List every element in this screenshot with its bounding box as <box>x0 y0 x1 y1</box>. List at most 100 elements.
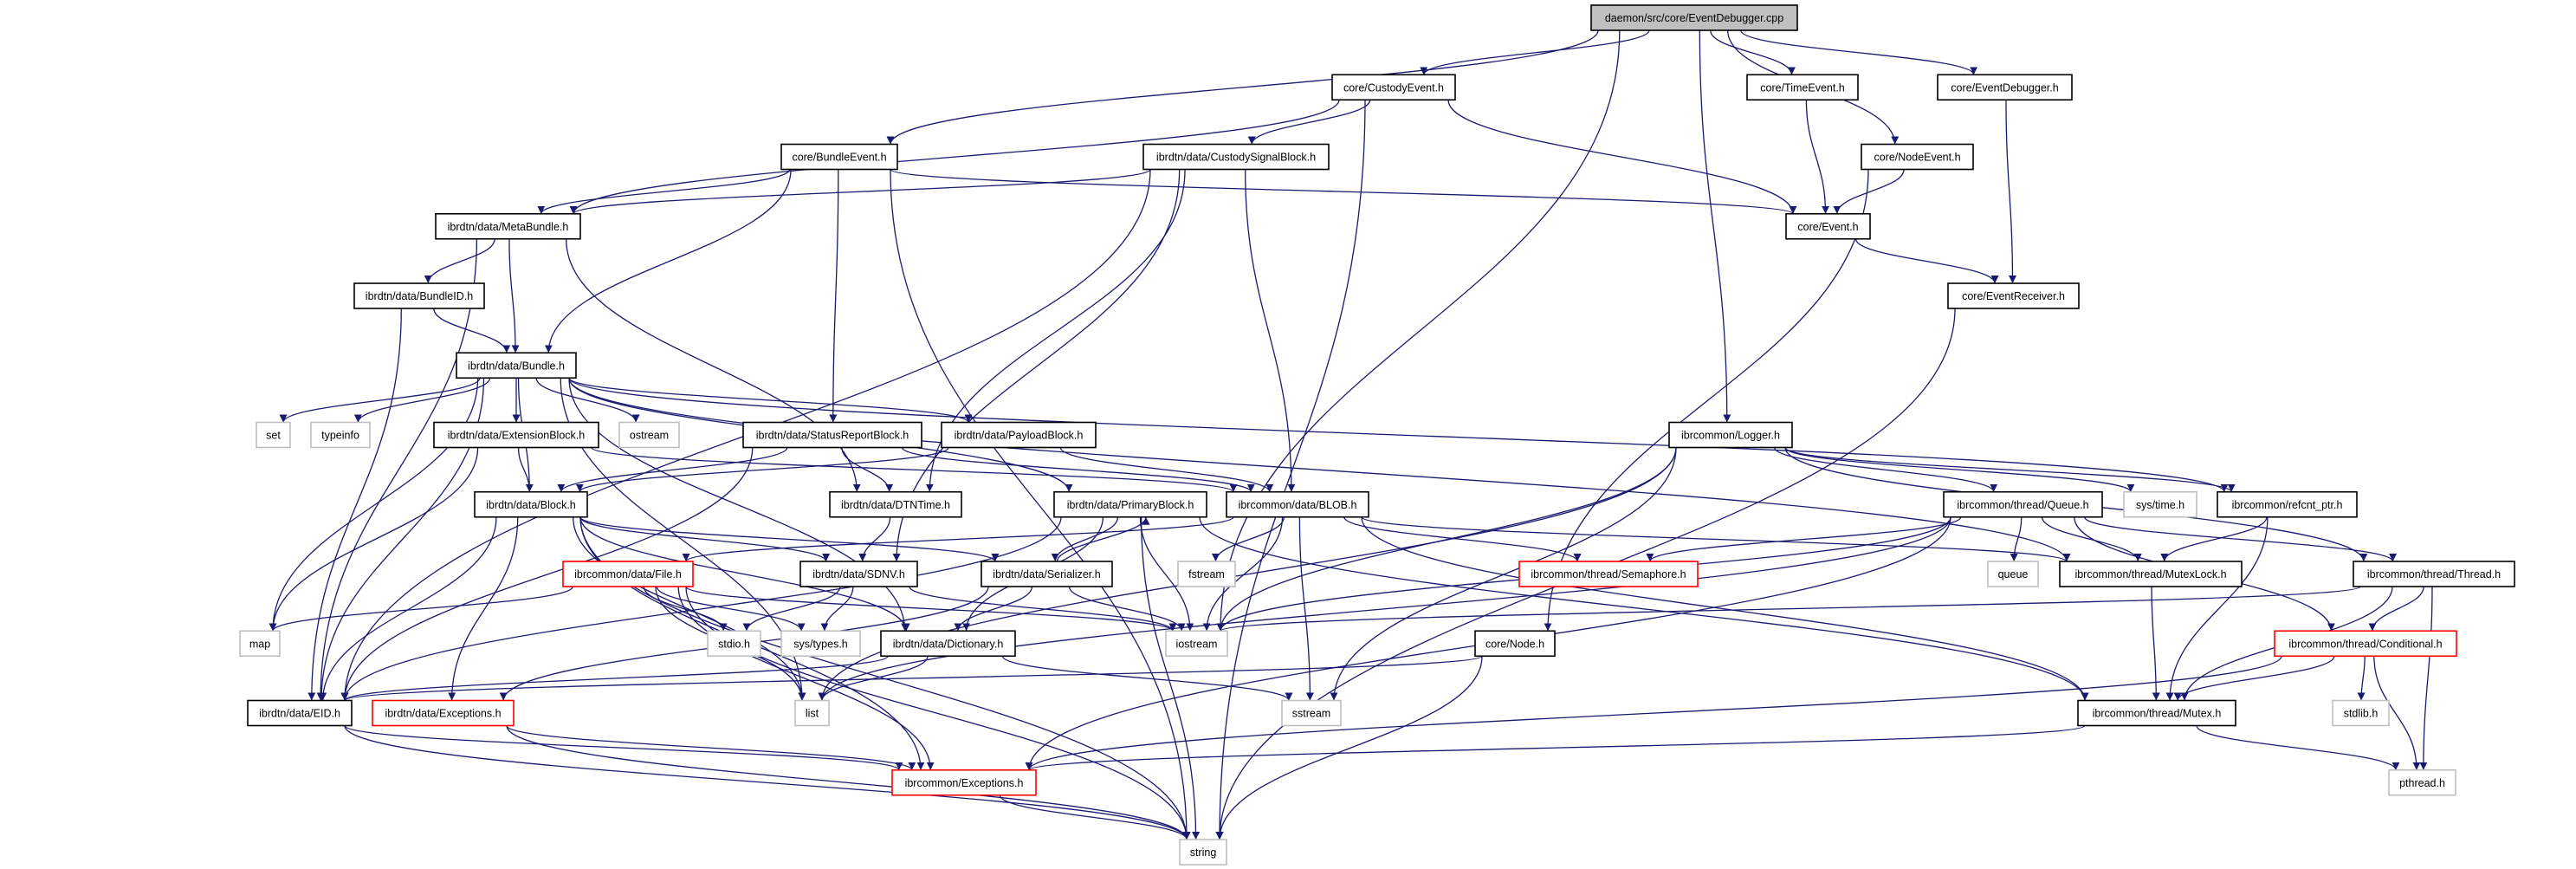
graph-node-ostream[interactable]: ostream <box>618 421 680 449</box>
graph-node-serializer[interactable]: ibrdtn/data/Serializer.h <box>981 561 1113 587</box>
graph-node-root[interactable]: daemon/src/core/EventDebugger.cpp <box>1590 4 1798 31</box>
graph-node-mutex[interactable]: ibrcommon/thread/Mutex.h <box>2077 699 2236 727</box>
graph-node-sstream[interactable]: sstream <box>1281 699 1342 727</box>
graph-node-statusreport[interactable]: ibrdtn/data/StatusReportBlock.h <box>742 421 922 449</box>
node-label: ibrcommon/thread/Thread.h <box>2367 568 2501 580</box>
node-label: ibrdtn/data/Exceptions.h <box>385 708 501 720</box>
graph-node-refcnt[interactable]: ibrcommon/refcnt_ptr.h <box>2217 490 2358 518</box>
graph-node-bundle[interactable]: ibrdtn/data/Bundle.h <box>456 352 577 379</box>
node-label: ibrcommon/refcnt_ptr.h <box>2232 499 2343 511</box>
edge-blob-to-semaphore <box>1343 516 1582 562</box>
edge-dictionary-to-list <box>818 656 929 701</box>
node-label: ibrdtn/data/Serializer.h <box>993 568 1100 580</box>
edge-bundleevent-to-string <box>890 169 1191 840</box>
node-label: ibrdtn/data/Bundle.h <box>468 360 565 372</box>
node-box <box>1861 143 1974 171</box>
node-box <box>981 561 1113 587</box>
graph-node-primary[interactable]: ibrdtn/data/PrimaryBlock.h <box>1053 490 1207 518</box>
edge-statusreport-to-dtntime <box>841 447 894 492</box>
node-label: ibrcommon/thread/Mutex.h <box>2093 708 2222 720</box>
graph-node-timeevent[interactable]: core/TimeEvent.h <box>1746 74 1859 101</box>
graph-node-blob[interactable]: ibrcommon/data/BLOB.h <box>1226 490 1369 518</box>
graph-node-set[interactable]: set <box>256 421 291 449</box>
graph-node-nodeevent[interactable]: core/NodeEvent.h <box>1861 143 1974 171</box>
graph-node-eventdebugger-h[interactable]: core/EventDebugger.h <box>1937 74 2073 101</box>
graph-node-list[interactable]: list <box>794 699 830 727</box>
graph-node-cexceptions[interactable]: ibrcommon/Exceptions.h <box>891 768 1037 796</box>
graph-node-systypes[interactable]: sys/types.h <box>780 630 861 658</box>
graph-node-semaphore[interactable]: ibrcommon/thread/Semaphore.h <box>1518 561 1699 587</box>
graph-node-bundleid[interactable]: ibrdtn/data/BundleID.h <box>353 282 485 309</box>
graph-node-metabundle[interactable]: ibrdtn/data/MetaBundle.h <box>435 212 581 240</box>
graph-node-logger[interactable]: ibrcommon/Logger.h <box>1668 421 1793 449</box>
node-box <box>880 630 1016 658</box>
node-label: map <box>249 638 270 650</box>
graph-node-node[interactable]: core/Node.h <box>1474 630 1556 658</box>
graph-node-custodysignal[interactable]: ibrdtn/data/CustodySignalBlock.h <box>1142 143 1330 171</box>
node-label: sys/types.h <box>793 638 848 650</box>
graph-node-queue-h[interactable]: ibrcommon/thread/Queue.h <box>1943 490 2103 518</box>
graph-node-custodyevent[interactable]: core/CustodyEvent.h <box>1331 74 1456 101</box>
node-label: ibrdtn/data/StatusReportBlock.h <box>756 430 909 442</box>
graph-node-iostream[interactable]: iostream <box>1165 630 1228 658</box>
graph-node-eventreceiver[interactable]: core/EventReceiver.h <box>1947 282 2080 309</box>
node-box <box>829 490 962 518</box>
edge-bundle-to-ostream <box>535 378 640 423</box>
edge-queue_h-to-thread <box>2084 516 2397 562</box>
graph-node-payload[interactable]: ibrdtn/data/PayloadBlock.h <box>941 421 1097 449</box>
edge-block-to-dexceptions <box>448 516 519 701</box>
node-box <box>1281 699 1342 727</box>
node-box <box>247 699 353 727</box>
graph-node-dictionary[interactable]: ibrdtn/data/Dictionary.h <box>880 630 1016 658</box>
node-box <box>1474 630 1556 658</box>
edge-bundle-to-dictionary <box>568 378 909 632</box>
node-box <box>2059 561 2243 587</box>
edge-block-to-serializer <box>579 516 1000 562</box>
edge-dictionary-to-eid <box>340 655 889 702</box>
graph-node-typeinfo[interactable]: typeinfo <box>310 421 371 449</box>
graph-node-eid[interactable]: ibrdtn/data/EID.h <box>247 699 353 727</box>
edge-custodyevent-to-metabundle <box>569 100 1340 214</box>
graph-node-event[interactable]: core/Event.h <box>1785 212 1871 240</box>
graph-node-map[interactable]: map <box>239 630 281 658</box>
graph-node-fstream[interactable]: fstream <box>1177 561 1236 587</box>
graph-node-bundleevent[interactable]: core/BundleEvent.h <box>780 143 898 171</box>
edge-bundleid-to-bundle <box>433 308 511 353</box>
graph-node-thread[interactable]: ibrcommon/thread/Thread.h <box>2353 561 2515 587</box>
graph-node-string[interactable]: string <box>1179 839 1227 866</box>
graph-node-stdio[interactable]: stdio.h <box>707 630 761 658</box>
graph-node-sdnv[interactable]: ibrdtn/data/SDNV.h <box>799 561 918 587</box>
graph-node-dtntime[interactable]: ibrdtn/data/DTNTime.h <box>829 490 962 518</box>
node-box <box>562 561 694 587</box>
node-box <box>1668 421 1793 449</box>
node-label: pthread.h <box>2399 777 2445 789</box>
node-box <box>1987 561 2039 587</box>
graph-node-mutexlock[interactable]: ibrcommon/thread/MutexLock.h <box>2059 561 2243 587</box>
graph-node-block[interactable]: ibrdtn/data/Block.h <box>474 490 588 518</box>
graph-node-file[interactable]: ibrcommon/data/File.h <box>562 561 694 587</box>
edge-payload-to-block <box>575 446 949 493</box>
edge-conditional-to-cexceptions <box>1025 656 2282 770</box>
graph-node-queue[interactable]: queue <box>1987 561 2039 587</box>
edge-bundleid-to-eid <box>307 308 402 701</box>
graph-node-systime[interactable]: sys/time.h <box>2123 490 2197 518</box>
edge-primary-to-mutex <box>1199 516 2089 701</box>
graph-node-stdlib[interactable]: stdlib.h <box>2332 699 2390 727</box>
graph-node-extension[interactable]: ibrdtn/data/ExtensionBlock.h <box>433 421 599 449</box>
node-box <box>780 630 861 658</box>
edge-node-to-string <box>1215 656 1483 840</box>
edge-primary-to-string <box>1140 516 1201 840</box>
edge-file-to-string <box>685 586 1191 840</box>
edge-conditional-to-mutex <box>2173 656 2335 701</box>
graph-node-pthread[interactable]: pthread.h <box>2388 768 2456 796</box>
edge-logger-to-list <box>818 447 1677 701</box>
node-box <box>2274 630 2457 658</box>
node-label: ibrdtn/data/MetaBundle.h <box>448 221 569 233</box>
edge-bundle-to-map <box>269 378 479 632</box>
edge-event-to-eventreceiver <box>1854 238 1999 284</box>
graph-node-conditional[interactable]: ibrcommon/thread/Conditional.h <box>2274 630 2457 658</box>
node-label: ibrdtn/data/ExtensionBlock.h <box>448 430 585 442</box>
edge-logger-to-systime <box>1784 446 2135 493</box>
node-label: ibrcommon/thread/Conditional.h <box>2288 638 2442 650</box>
graph-node-dexceptions[interactable]: ibrdtn/data/Exceptions.h <box>372 699 515 727</box>
